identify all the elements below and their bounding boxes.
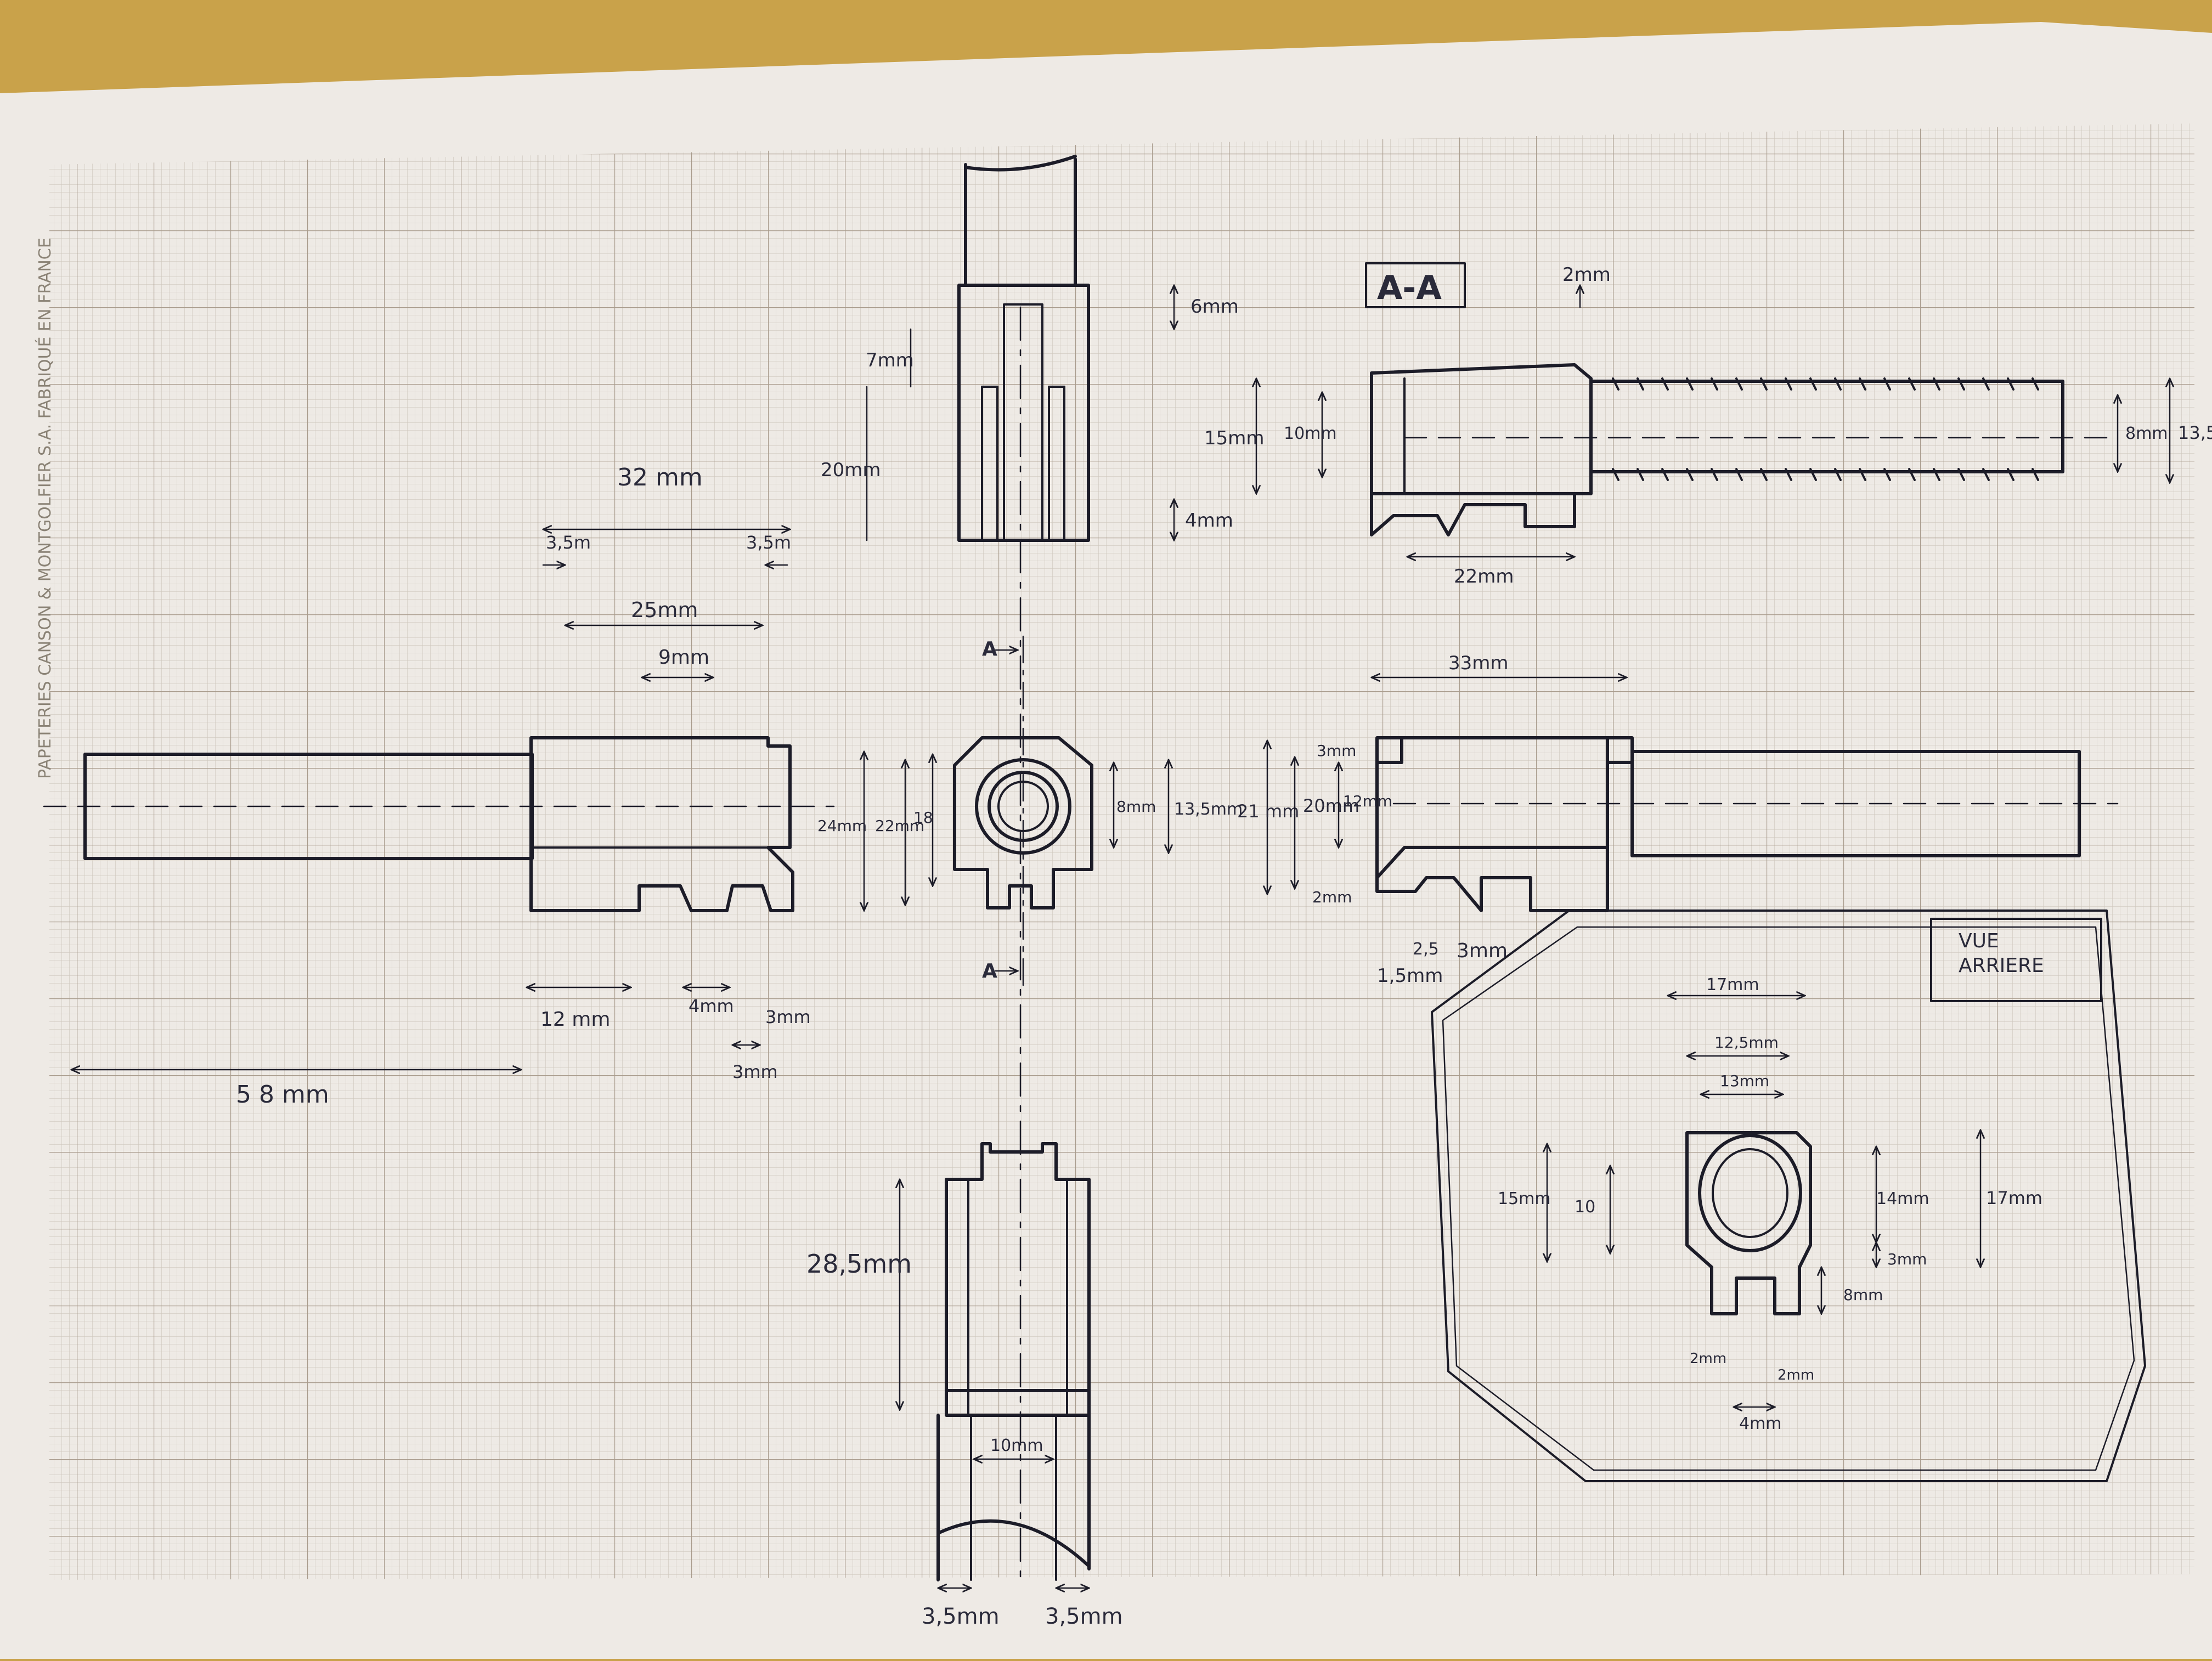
dim-rear-2a: 2mm xyxy=(1690,1351,1726,1367)
dim-right-21: 21 mm xyxy=(1237,801,1299,822)
dim-bot-285: 28,5mm xyxy=(806,1249,912,1279)
dim-rear-14: 14mm xyxy=(1876,1189,1929,1208)
dim-top-20: 20mm xyxy=(821,459,881,481)
dim-left-9: 9mm xyxy=(658,646,709,669)
dim-right-20: 20mm xyxy=(1303,795,1359,816)
front-view: A A 24mm 22mm 18 8mm 13,5mm xyxy=(817,635,1243,988)
dim-right-15: 1,5mm xyxy=(1377,965,1443,987)
watermark: PAPETERIES CANSON & MONTGOLFIER S.A. FAB… xyxy=(35,238,55,779)
dim-front-8: 8mm xyxy=(1116,798,1156,816)
dim-left-58: 5 8 mm xyxy=(236,1081,329,1109)
section-thread xyxy=(1612,377,2039,481)
dim-left-35a: 3,5m xyxy=(546,532,591,553)
dim-sec-13: 13,5 xyxy=(2178,422,2212,443)
dim-bot-10: 10mm xyxy=(990,1436,1043,1455)
rear-view: VUE ARRIERE 17mm 12,5mm 13mm 15mm 10 14m… xyxy=(1431,909,2146,1482)
dim-sec-2: 2mm xyxy=(1562,264,1611,286)
dim-rear-2b: 2mm xyxy=(1778,1367,1814,1383)
dim-rear-13: 13mm xyxy=(1720,1072,1769,1090)
dim-right-12: 12mm xyxy=(1343,792,1392,810)
dim-rear-3: 3mm xyxy=(1887,1250,1927,1268)
cut-mark-bottom: A xyxy=(982,960,997,982)
dim-top-6: 6mm xyxy=(1190,296,1239,318)
dim-rear-17: 17mm xyxy=(1706,975,1759,995)
dim-right-3b: 3mm xyxy=(1457,940,1508,962)
dim-front-22: 22mm xyxy=(875,817,924,835)
dim-right-2: 2mm xyxy=(1312,888,1352,906)
dim-rear-10: 10 xyxy=(1575,1197,1595,1217)
dim-left-4: 4mm xyxy=(689,996,734,1016)
dim-top-7: 7mm xyxy=(866,349,914,371)
dim-left-3b: 3mm xyxy=(732,1061,778,1082)
dim-bot-35a: 3,5mm xyxy=(922,1604,1000,1629)
bottom-view: 28,5mm 10mm 3,5mm 3,5mm xyxy=(806,1142,1123,1629)
dim-right-25: 2,5 xyxy=(1413,940,1439,959)
rear-view-label-1: VUE xyxy=(1959,930,1999,952)
section-a-a: A-A 2mm 15mm 10mm 8mm 13,5 22mm 33mm xyxy=(1204,262,2212,677)
dim-front-18: 18 xyxy=(913,809,933,827)
section-label: A-A xyxy=(1377,269,1442,307)
dim-left-35b: 3,5m xyxy=(746,532,791,553)
dim-sec-15: 15mm xyxy=(1204,427,1265,449)
dim-sec-22: 22mm xyxy=(1454,566,1514,587)
dim-front-135: 13,5mm xyxy=(1174,800,1243,819)
dim-left-25: 25mm xyxy=(631,598,698,622)
top-view: 6mm 7mm 20mm 4mm xyxy=(821,155,1239,1581)
dim-rear-17b: 17mm xyxy=(1986,1188,2042,1208)
rear-view-label-2: ARRIERE xyxy=(1959,954,2044,977)
dim-left-3a: 3mm xyxy=(765,1007,811,1027)
grid-area xyxy=(49,123,2194,1580)
left-side-view: 32 mm 3,5m 3,5m 25mm 9mm 12 mm 4mm 3mm 3… xyxy=(43,464,835,1109)
dim-left-32: 32 mm xyxy=(617,464,703,491)
dim-bot-35b: 3,5mm xyxy=(1045,1604,1123,1629)
dim-top-4: 4mm xyxy=(1185,510,1233,532)
dim-rear-125: 12,5mm xyxy=(1714,1033,1779,1052)
dim-sec-10: 10mm xyxy=(1284,424,1337,443)
dim-rear-15: 15mm xyxy=(1498,1189,1551,1208)
dim-rear-8: 8mm xyxy=(1843,1286,1883,1304)
dim-sec-8: 8mm xyxy=(2125,424,2168,443)
dim-front-24: 24mm xyxy=(817,817,867,835)
dim-left-12: 12 mm xyxy=(540,1008,610,1031)
dim-right-3: 3mm xyxy=(1317,742,1356,760)
right-side-view: 21 mm 20mm 12mm 3mm 2mm 2,5 3mm 1,5mm xyxy=(1237,736,2119,987)
dim-sec-33: 33mm xyxy=(1448,652,1509,674)
cut-mark-top: A xyxy=(982,638,997,660)
dim-rear-4: 4mm xyxy=(1739,1414,1782,1433)
